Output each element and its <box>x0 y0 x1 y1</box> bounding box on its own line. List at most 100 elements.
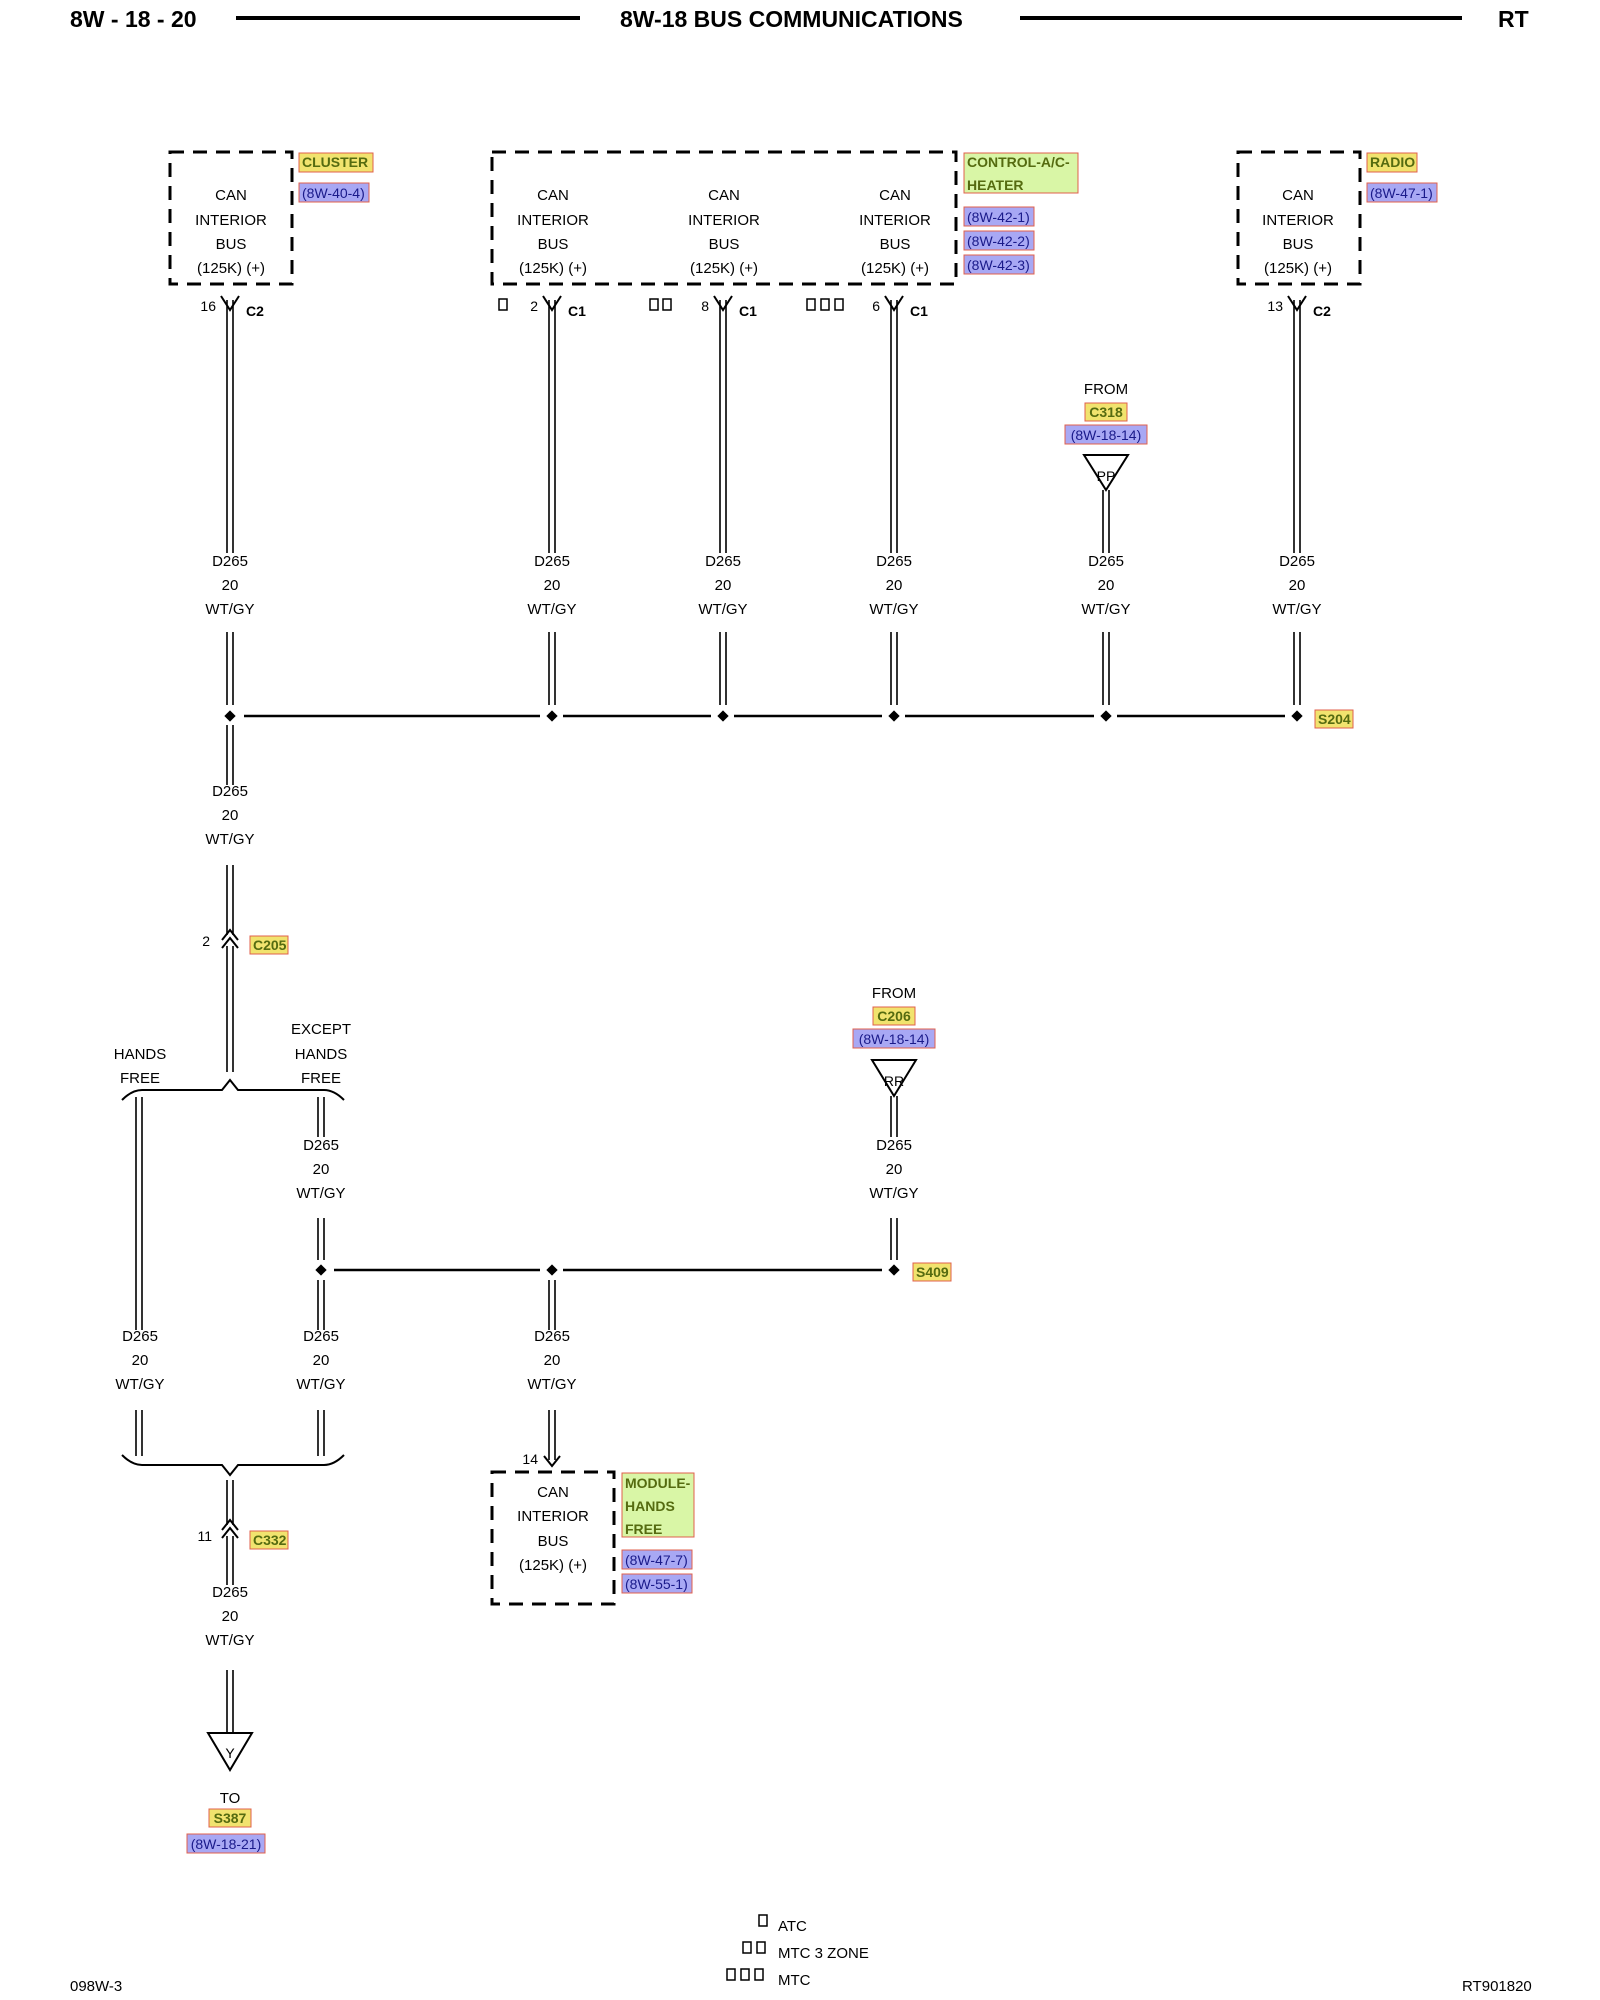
vehicle-code: RT <box>1498 6 1529 32</box>
s387-splice-label[interactable]: S387 <box>214 1810 247 1826</box>
radio-bus-text: CAN INTERIOR BUS (125K) (+) <box>1262 187 1334 277</box>
wire-label-gauge: 20 <box>715 577 732 594</box>
variant-square-icon <box>806 298 816 311</box>
splice-dot <box>1291 710 1303 722</box>
hands-free-ref-link-1[interactable]: (8W-47-7) <box>625 1552 688 1568</box>
except-branch-line-1: EXCEPT <box>291 1021 351 1038</box>
wire-except-branch-upper <box>317 1097 325 1137</box>
c205-connector-label[interactable]: C205 <box>253 937 287 953</box>
wire-label-id: D265 <box>876 553 912 570</box>
radio-module-box[interactable] <box>1236 150 1362 286</box>
wire-c318-upper <box>1102 490 1110 553</box>
cluster-connector-label: C2 <box>246 303 264 319</box>
splice-dot <box>888 710 900 722</box>
bus-text-line: INTERIOR <box>517 1508 589 1525</box>
legend-label-atc: ATC <box>778 1918 807 1935</box>
wire-to-s387 <box>226 1670 234 1733</box>
legend-square-icon <box>754 1968 764 1981</box>
wire-hvac-3-upper <box>890 300 898 553</box>
wire-label-id: D265 <box>303 1137 339 1154</box>
wire-label-gauge: 20 <box>132 1352 149 1369</box>
wire-segments <box>135 300 1301 1733</box>
wire-s204-down <box>226 725 234 785</box>
wire-label-id: D265 <box>303 1328 339 1345</box>
bus-text-line: (125K) (+) <box>519 260 587 277</box>
wire-hvac-3-lower <box>890 632 898 705</box>
radio-connector-label: C2 <box>1313 303 1331 319</box>
wire-c332-down <box>226 1536 234 1585</box>
hands-free-pin-number: 14 <box>522 1451 538 1467</box>
wire-label-id: D265 <box>705 553 741 570</box>
c318-connector-label[interactable]: C318 <box>1089 404 1123 420</box>
wire-hvac-2-upper <box>719 300 727 553</box>
bus-text-line: BUS <box>538 1533 569 1550</box>
wire-label-id: D265 <box>1088 553 1124 570</box>
wire-label-color: WT/GY <box>205 601 254 618</box>
hvac-bus-text-c: CAN INTERIOR BUS (125K) (+) <box>859 187 931 277</box>
c332-connector-label[interactable]: C332 <box>253 1532 287 1548</box>
bus-text-line: CAN <box>879 187 911 204</box>
c206-connector-label[interactable]: C206 <box>877 1008 911 1024</box>
wire-hvac-1-upper <box>548 300 556 553</box>
wire-s409-down <box>317 1280 325 1330</box>
page-id: 8W - 18 - 20 <box>70 6 197 32</box>
wire-label-gauge: 20 <box>1098 577 1115 594</box>
c318-ref-link[interactable]: (8W-18-14) <box>1071 427 1142 443</box>
cluster-ref-link[interactable]: (8W-40-4) <box>302 185 365 201</box>
splice-dot <box>224 710 236 722</box>
hvac-ref-link-1[interactable]: (8W-42-1) <box>967 209 1030 225</box>
c205-pin-number: 2 <box>202 933 210 949</box>
wire-cluster-lower <box>226 632 234 705</box>
wire-label-id: D265 <box>212 553 248 570</box>
wire-except-to-s409 <box>317 1218 325 1260</box>
bus-text-line: CAN <box>537 187 569 204</box>
wire-label-color: WT/GY <box>205 1632 254 1649</box>
wire-label-id: D265 <box>122 1328 158 1345</box>
radio-name-label: RADIO <box>1370 154 1415 170</box>
hvac-ref-link-2[interactable]: (8W-42-2) <box>967 233 1030 249</box>
bus-text-line: BUS <box>709 236 740 253</box>
cluster-module-box[interactable] <box>168 150 294 286</box>
s204-splice-label[interactable]: S204 <box>1318 711 1351 727</box>
s387-ref-link[interactable]: (8W-18-21) <box>191 1836 262 1852</box>
wire-label-gauge: 20 <box>313 1161 330 1178</box>
wire-label-gauge: 20 <box>222 577 239 594</box>
radio-ref-link[interactable]: (8W-47-1) <box>1370 185 1433 201</box>
hands-free-ref-link-2[interactable]: (8W-55-1) <box>625 1576 688 1592</box>
variant-square-icon <box>649 298 659 311</box>
hvac-pin-number-2: 8 <box>701 298 709 314</box>
header-rule-left <box>236 16 580 20</box>
legend-square-icon <box>758 1914 768 1927</box>
legend-symbols <box>726 1914 768 1981</box>
c318-offpage-symbol: PP <box>1097 468 1116 484</box>
wire-c205-to-split <box>226 946 234 1072</box>
hands-free-module-box[interactable] <box>490 1470 616 1606</box>
control-ac-heater-module-box[interactable] <box>490 150 958 286</box>
c318-from-label: FROM <box>1084 381 1128 398</box>
legend-square-icon <box>740 1968 750 1981</box>
wire-c206-upper <box>890 1096 898 1137</box>
except-branch-line-2: HANDS <box>295 1046 348 1063</box>
wire-label-color: WT/GY <box>205 831 254 848</box>
cluster-connector-icon <box>220 295 240 312</box>
hvac-ref-link-3[interactable]: (8W-42-3) <box>967 257 1030 273</box>
splice-dot <box>315 1264 327 1276</box>
s409-splice-label[interactable]: S409 <box>916 1264 949 1280</box>
hands-free-connector-icon <box>543 1455 561 1468</box>
hvac-connector-icon-1 <box>542 295 562 312</box>
bus-text-line: CAN <box>537 1484 569 1501</box>
hvac-name-line-1: CONTROL-A/C- <box>967 154 1070 170</box>
bus-text-line: INTERIOR <box>859 212 931 229</box>
hvac-connector-icon-3 <box>884 295 904 312</box>
splice-dot <box>888 1264 900 1276</box>
wire-radio-upper <box>1293 300 1301 553</box>
bus-text-line: CAN <box>708 187 740 204</box>
wire-label-gauge: 20 <box>886 577 903 594</box>
bus-text-line: (125K) (+) <box>861 260 929 277</box>
bus-text-line: (125K) (+) <box>197 260 265 277</box>
bus-text-line: BUS <box>216 236 247 253</box>
c206-ref-link[interactable]: (8W-18-14) <box>859 1031 930 1047</box>
hvac-bus-text-a: CAN INTERIOR BUS (125K) (+) <box>517 187 589 277</box>
header-rule-right <box>1020 16 1462 20</box>
hvac-connector-label-1: C1 <box>568 303 586 319</box>
